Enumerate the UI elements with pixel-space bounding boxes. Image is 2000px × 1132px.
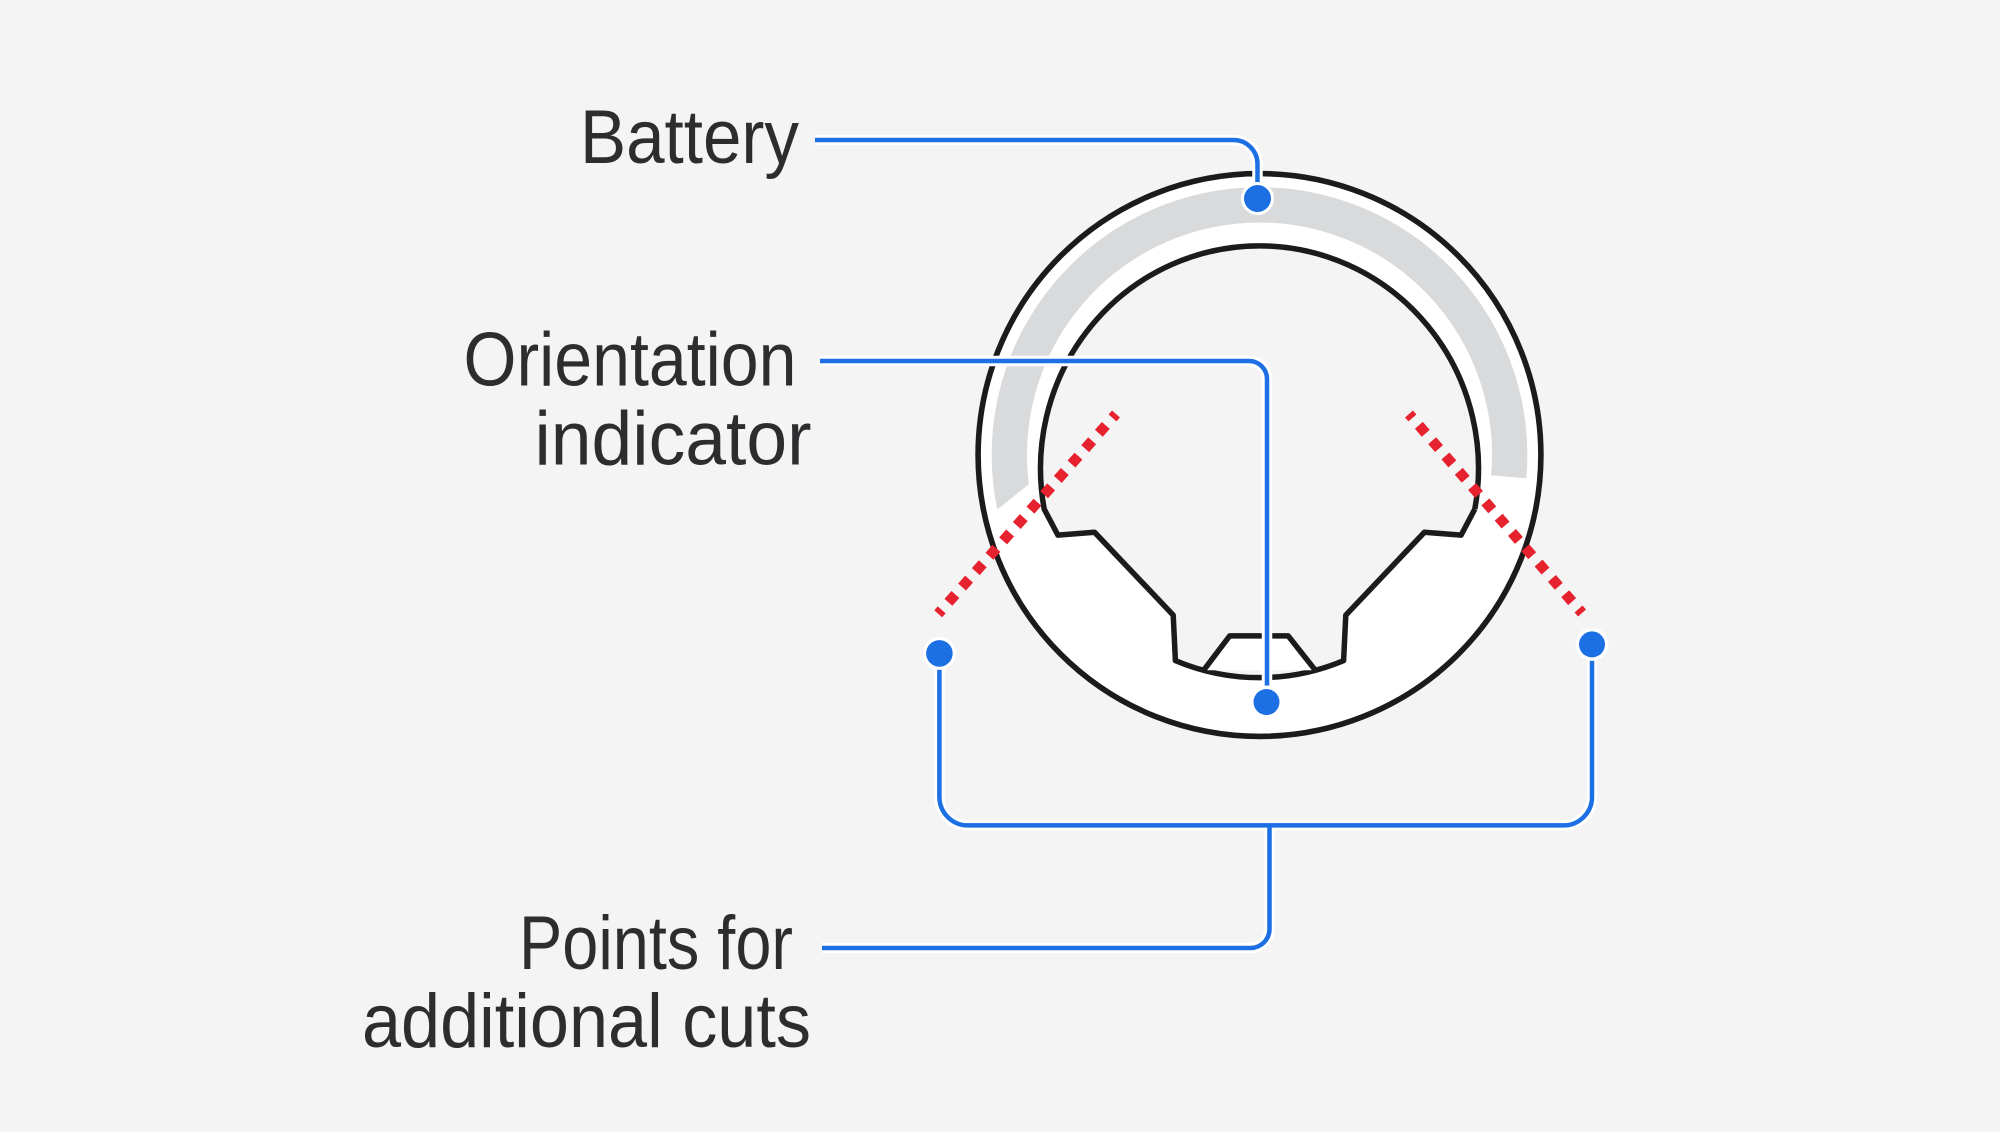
svg-text:Orientation: Orientation — [464, 318, 797, 403]
svg-text:additional cuts: additional cuts — [362, 979, 811, 1064]
svg-text:Battery: Battery — [580, 95, 800, 180]
svg-text:indicator: indicator — [535, 396, 812, 481]
svg-text:Points for: Points for — [519, 901, 793, 986]
